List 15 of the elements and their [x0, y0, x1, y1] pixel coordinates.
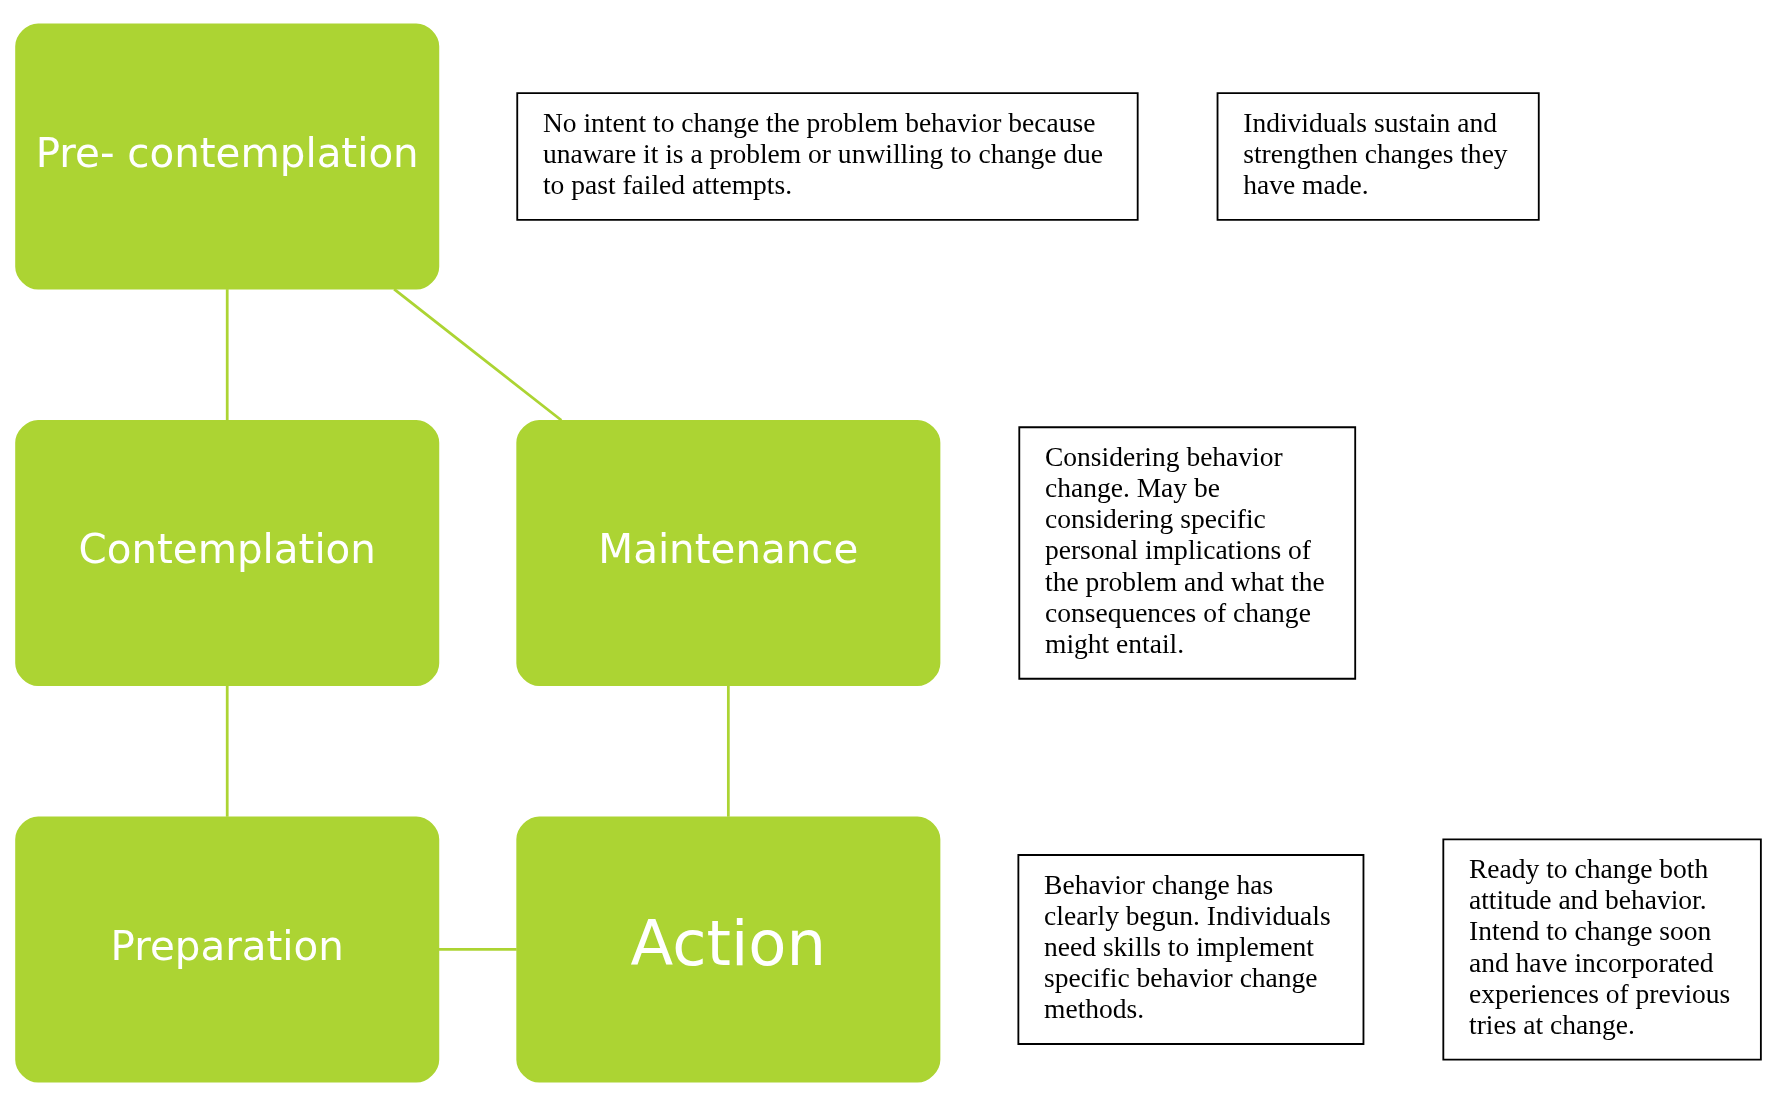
node-box: Considering behavior change. May be considering specific personal implications of the problem and what the consequences of change might entail.: [1018, 426, 1357, 680]
node-box: Contemplation: [15, 419, 440, 687]
connector: [225, 685, 229, 817]
node-box: Ready to change both attitude and behavior. Intend to change soon and have incorporated experiences of previous tries at change.: [1442, 838, 1762, 1061]
node-box: Action: [516, 816, 941, 1083]
connector: [393, 288, 563, 422]
node-box: Individuals sustain and strengthen changes they have made.: [1216, 92, 1540, 221]
node-box: Pre- contemplation: [15, 23, 440, 290]
node-box: Preparation: [15, 816, 440, 1083]
connector: [726, 685, 730, 817]
node-box: Behavior change has clearly begun. Individuals need skills to implement specific behavior change methods.: [1017, 854, 1365, 1045]
connector: [225, 289, 229, 421]
node-box: Maintenance: [516, 419, 941, 687]
connector: [438, 948, 517, 951]
node-box: No intent to change the problem behavior because unaware it is a problem or unwilling to change due to past failed attempts.: [516, 92, 1139, 221]
